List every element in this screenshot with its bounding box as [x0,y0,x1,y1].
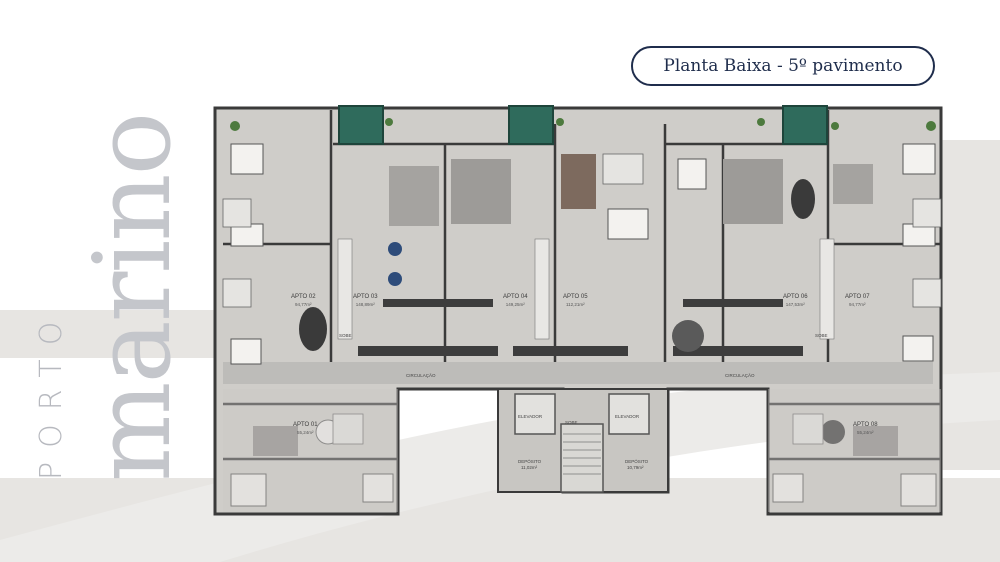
unit-label-apto-02: APTO 02 94,77m² [291,294,316,308]
unit-area: 94,77m² [295,302,312,307]
stairs-up-right-label: SOBE [815,333,828,338]
brand-porto: PORTO [34,307,69,480]
deposit-left-label: DEPÓSITO [518,459,542,464]
circulation-left-label: CIRCULAÇÃO [406,373,436,378]
stairs-up-left-label: SOBE [339,333,352,338]
elevator-right-label: ELEVADOR [615,414,640,419]
circulation-right-label: CIRCULAÇÃO [725,373,755,378]
unit-label-apto-08: APTO 08 55,24m² [853,422,878,436]
deposit-left-area: 11,02m² [521,465,538,470]
unit-name: APTO 03 [353,294,378,300]
unit-name: APTO 08 [853,422,878,428]
brand-marino: marino [71,113,194,482]
unit-area: 94,77m² [849,302,866,307]
unit-name: APTO 07 [845,294,870,300]
floor-plan-drawing [213,105,943,516]
deposit-right-label: DEPÓSITO [625,459,649,464]
unit-area: 149,25m² [505,302,525,307]
deposit-right-area: 10,79m² [627,465,644,470]
unit-name: APTO 06 [783,294,808,300]
unit-label-apto-04: APTO 04 149,25m² [503,294,528,308]
unit-area: 148,89m² [355,302,375,307]
unit-label-apto-01: APTO 01 55,24m² [293,422,318,436]
floor-plan: APTO 01 55,24m² APTO 02 94,77m² APTO 03 … [213,104,953,519]
unit-area: 55,24m² [857,430,874,435]
stairs-up-label: SOBE [565,420,578,425]
unit-area: 55,24m² [297,430,314,435]
unit-name: APTO 02 [291,294,316,300]
unit-area: 112,21m² [565,302,585,307]
unit-label-apto-06: APTO 06 147,53m² [783,294,808,308]
unit-label-apto-03: APTO 03 148,89m² [353,294,378,308]
elevator-left-label: ELEVADOR [518,414,543,419]
unit-label-apto-05: APTO 05 112,21m² [563,294,588,308]
unit-label-apto-07: APTO 07 94,77m² [845,294,870,308]
unit-name: APTO 05 [563,294,588,300]
unit-name: APTO 04 [503,294,528,300]
plan-title: Planta Baixa - 5º pavimento [631,46,935,86]
unit-area: 147,53m² [785,302,805,307]
unit-name: APTO 01 [293,422,318,428]
